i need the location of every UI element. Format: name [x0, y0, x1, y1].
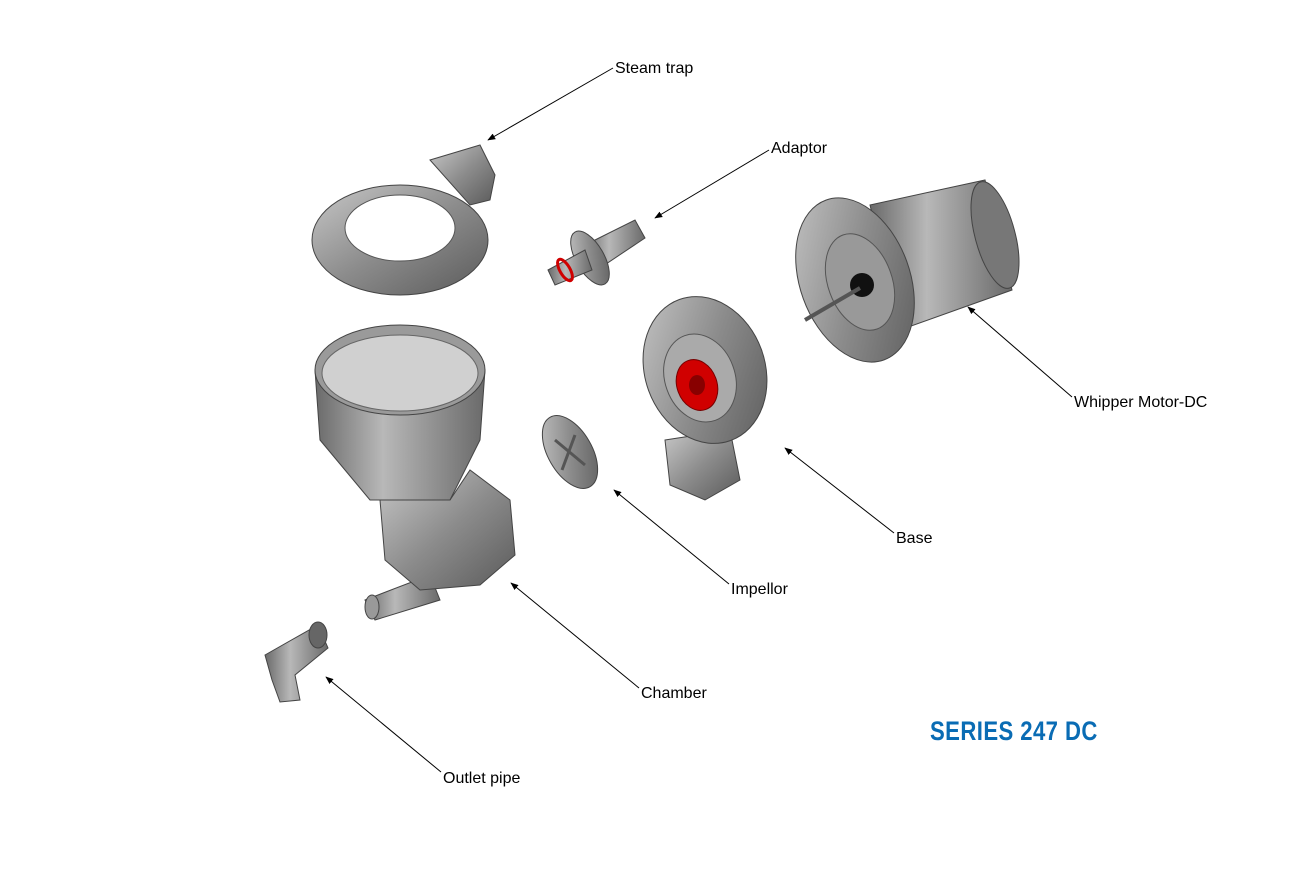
- adaptor-part: [547, 219, 646, 286]
- base-part: [642, 296, 768, 501]
- steam-trap-part: [311, 144, 496, 296]
- label-whipper-motor: Whipper Motor-DC: [1074, 394, 1207, 411]
- label-adaptor: Adaptor: [771, 140, 828, 157]
- leader-outlet-pipe: [325, 676, 442, 773]
- label-impellor: Impellor: [731, 581, 789, 598]
- leader-impellor: [613, 489, 730, 585]
- leader-chamber: [510, 582, 640, 689]
- label-base: Base: [896, 530, 933, 547]
- whipper-motor-part: [795, 179, 1020, 363]
- leader-steam-trap: [487, 67, 614, 141]
- leader-base: [784, 447, 895, 534]
- leader-whipper-motor: [967, 306, 1073, 398]
- series-title: SERIES 247 DC: [930, 716, 1098, 746]
- label-outlet-pipe: Outlet pipe: [443, 770, 520, 787]
- chamber-part: [314, 324, 516, 621]
- outlet-pipe-part: [264, 621, 329, 703]
- leader-adaptor: [654, 149, 770, 219]
- label-steam-trap: Steam trap: [615, 60, 693, 77]
- impellor-part: [541, 415, 599, 489]
- label-chamber: Chamber: [641, 685, 707, 702]
